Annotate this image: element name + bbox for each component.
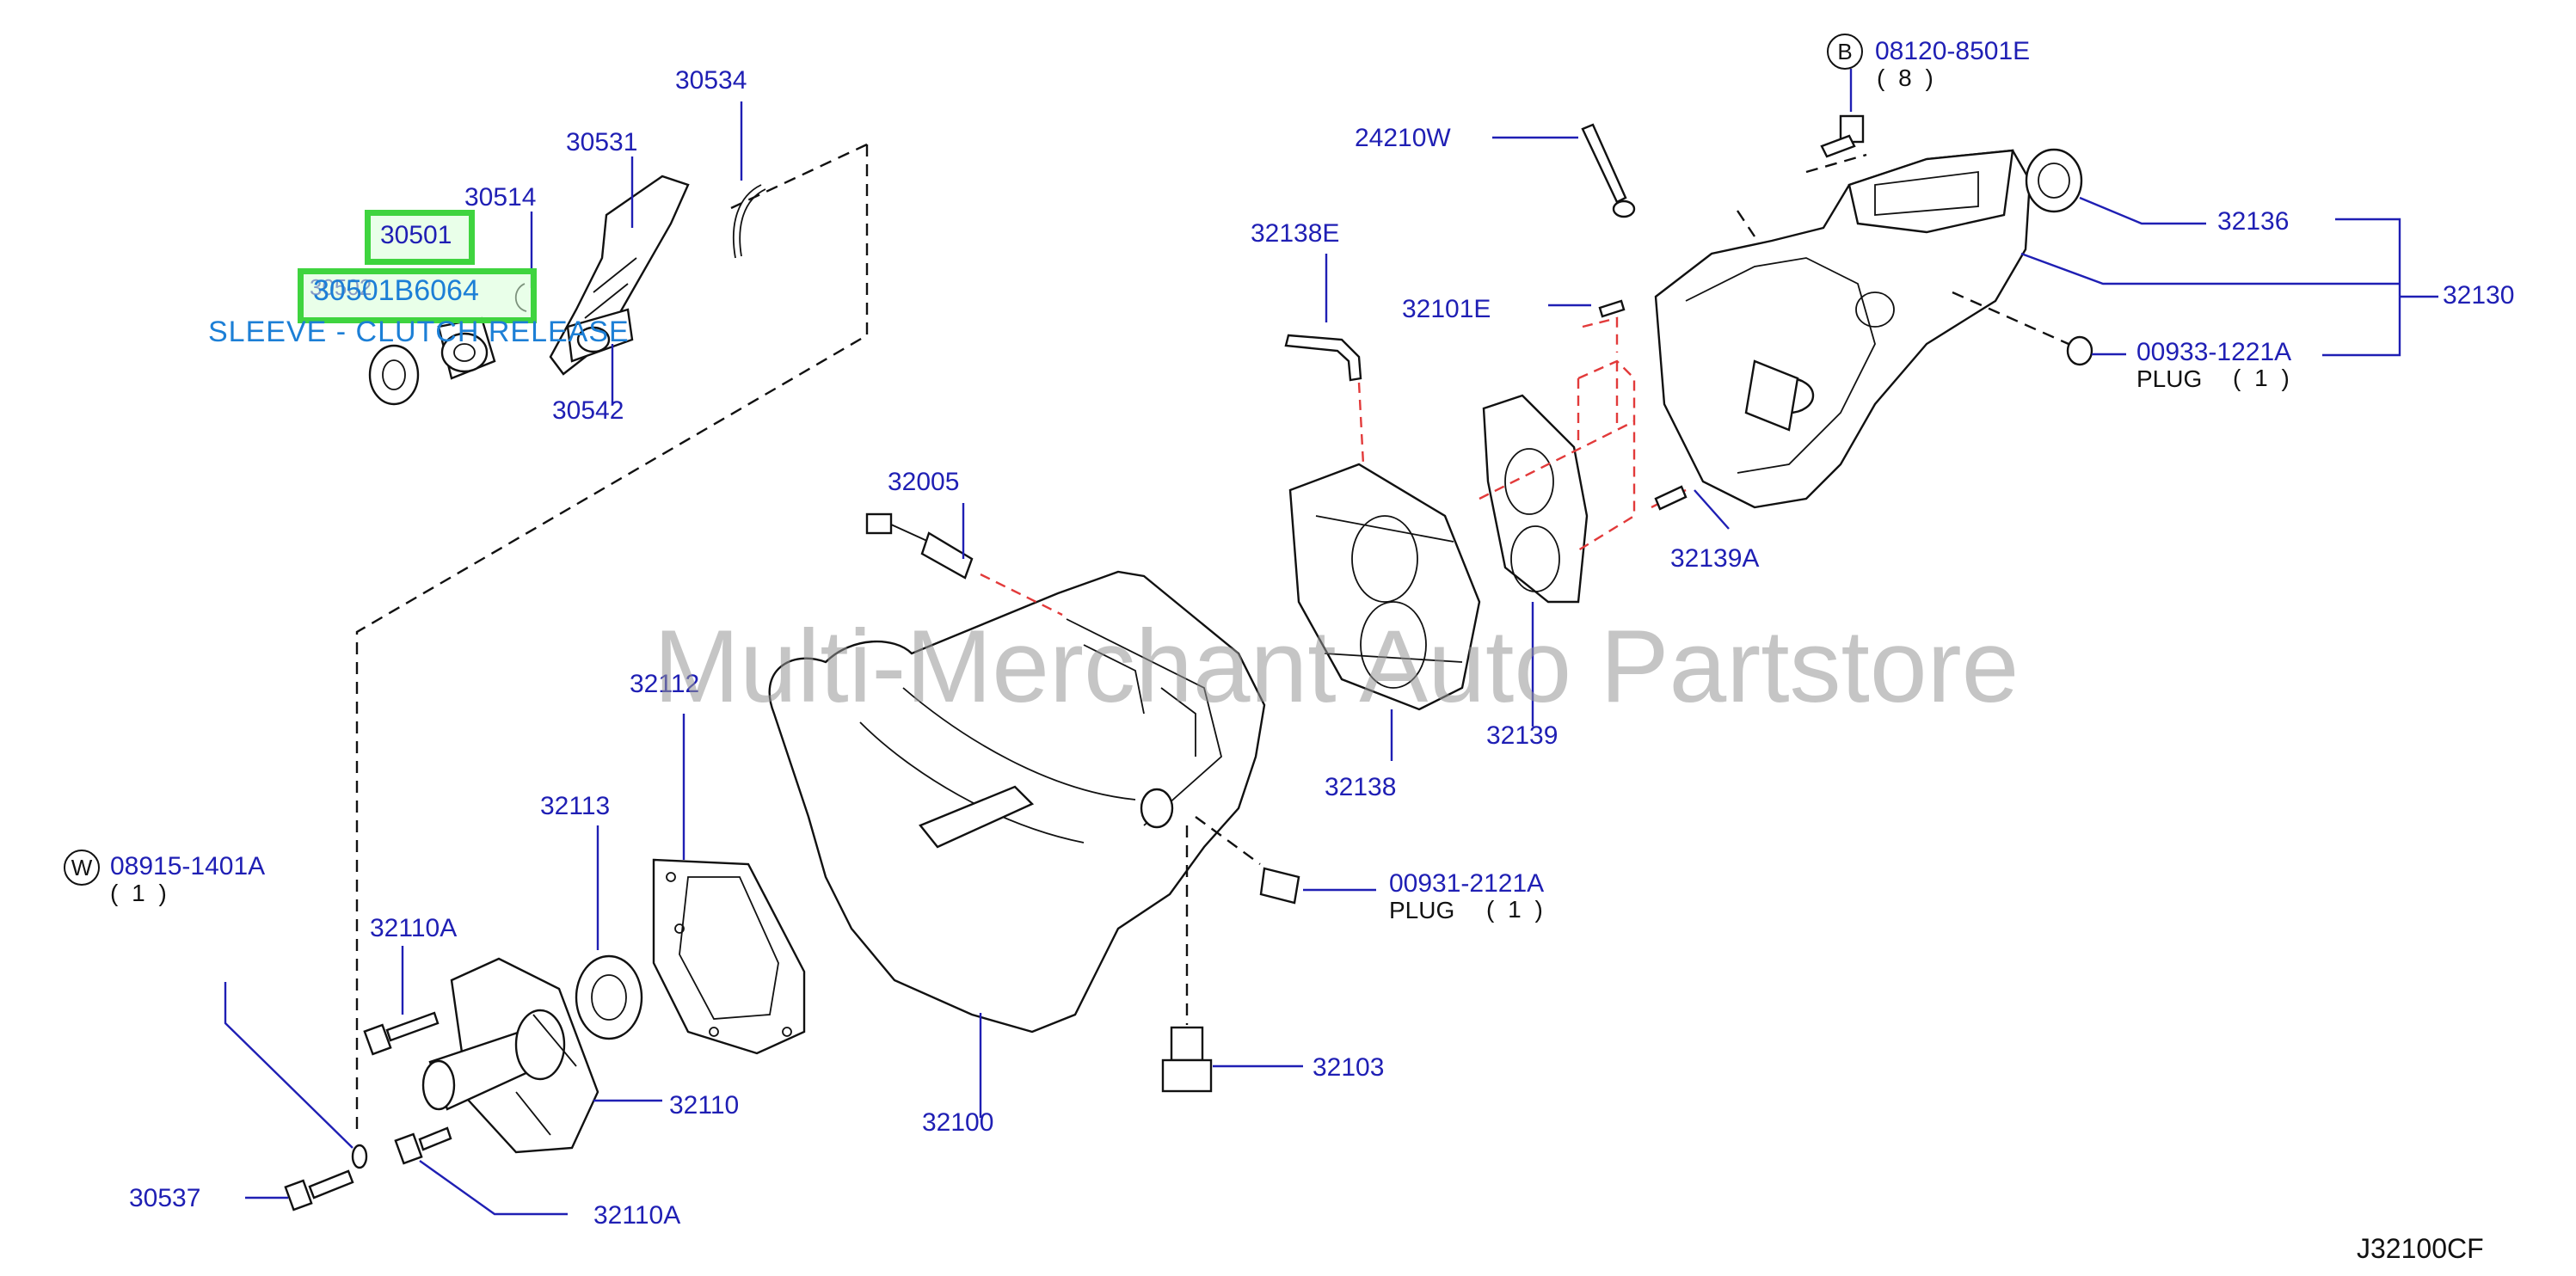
oil-seal-32136 bbox=[2025, 148, 2083, 213]
diagram-code: J32100CF bbox=[2357, 1233, 2484, 1264]
label-30537[interactable]: 30537 bbox=[129, 1184, 201, 1212]
qty-00931: ( 1 ) bbox=[1486, 896, 1546, 923]
plug-32103 bbox=[1161, 1026, 1213, 1093]
label-32136[interactable]: 32136 bbox=[2217, 207, 2290, 236]
bolt-32139a bbox=[1654, 485, 1688, 511]
switch-32005 bbox=[865, 512, 974, 580]
label-32138e[interactable]: 32138E bbox=[1251, 219, 1340, 248]
washer-08915 bbox=[351, 1144, 368, 1169]
label-32110[interactable]: 32110 bbox=[669, 1091, 740, 1120]
oil-seal-32113 bbox=[575, 954, 643, 1040]
qty-08915: ( 1 ) bbox=[110, 880, 170, 906]
dowel-32101e bbox=[1598, 299, 1626, 318]
ball-pivot-30542 bbox=[576, 326, 611, 353]
label-08120[interactable]: 08120-8501E bbox=[1875, 37, 2031, 65]
plug-00933 bbox=[2066, 335, 2093, 366]
adapter-plate-32138 bbox=[1288, 463, 1481, 711]
label-30514[interactable]: 30514 bbox=[464, 183, 537, 212]
label-32130[interactable]: 32130 bbox=[2443, 281, 2515, 310]
label-24210w[interactable]: 24210W bbox=[1355, 124, 1451, 152]
alignment-guide bbox=[1479, 316, 1636, 552]
plate-32139 bbox=[1482, 394, 1589, 604]
gasket-32112 bbox=[652, 858, 806, 1055]
front-cover-32110 bbox=[421, 957, 599, 1154]
label-32110a-top[interactable]: 32110A bbox=[370, 914, 458, 942]
label-32110a-bottom[interactable]: 32110A bbox=[593, 1201, 681, 1230]
label-00931[interactable]: 00931-2121A bbox=[1389, 869, 1545, 898]
label-32138[interactable]: 32138 bbox=[1325, 773, 1397, 801]
watermark: Multi-Merchant Auto Partstore bbox=[654, 609, 2020, 724]
spring-30534 bbox=[732, 184, 766, 259]
qty-00933: ( 1 ) bbox=[2233, 365, 2293, 391]
label-32112[interactable]: 32112 bbox=[630, 670, 700, 698]
w-callout-icon: W bbox=[64, 850, 100, 886]
rear-extension-32130 bbox=[1654, 149, 2032, 509]
note-00931: PLUG bbox=[1389, 897, 1455, 923]
bolt-08120 bbox=[1820, 114, 1865, 158]
bolt-32110a-upper bbox=[363, 1011, 440, 1056]
sleeve-30501 bbox=[437, 316, 496, 380]
clutch-housing-32100 bbox=[768, 570, 1266, 1034]
label-00933[interactable]: 00933-1221A bbox=[2136, 338, 2292, 366]
strap-24210w bbox=[1581, 123, 1636, 218]
vent-tube-32138e bbox=[1284, 334, 1362, 382]
b-callout-icon: B bbox=[1827, 34, 1863, 70]
qty-08120: ( 8 ) bbox=[1877, 64, 1937, 91]
label-32139a[interactable]: 32139A bbox=[1670, 544, 1760, 573]
label-32005[interactable]: 32005 bbox=[888, 468, 960, 496]
label-32100[interactable]: 32100 bbox=[922, 1108, 994, 1137]
note-00933: PLUG bbox=[2136, 365, 2203, 392]
label-32103[interactable]: 32103 bbox=[1313, 1053, 1385, 1082]
plug-00931 bbox=[1259, 867, 1300, 905]
highlight-part-number-box[interactable] bbox=[298, 268, 537, 323]
label-30501[interactable]: 30501 bbox=[380, 221, 452, 249]
highlight-30501-box[interactable] bbox=[365, 210, 475, 265]
bolt-30537 bbox=[284, 1169, 354, 1212]
label-30534[interactable]: 30534 bbox=[675, 66, 747, 95]
release-bearing-30502 bbox=[368, 344, 420, 406]
label-32113[interactable]: 32113 bbox=[540, 792, 611, 820]
label-08915[interactable]: 08915-1401A bbox=[110, 852, 266, 880]
bolt-32110a-lower bbox=[394, 1126, 452, 1165]
label-32139[interactable]: 32139 bbox=[1486, 721, 1559, 750]
label-32101e[interactable]: 32101E bbox=[1402, 295, 1491, 323]
label-30531[interactable]: 30531 bbox=[566, 128, 638, 156]
highlight-description: SLEEVE - CLUTCH RELEASE bbox=[208, 316, 630, 348]
highlight-part-number[interactable]: 30501B6064 bbox=[313, 274, 479, 307]
label-30542[interactable]: 30542 bbox=[552, 396, 624, 425]
